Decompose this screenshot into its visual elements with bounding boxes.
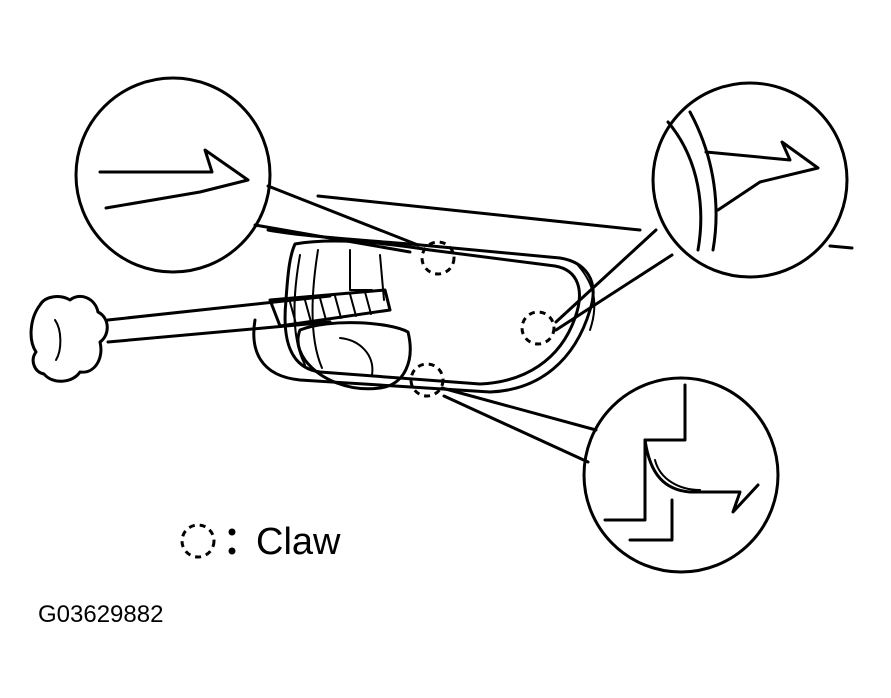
claw-marker-bottom <box>409 362 445 398</box>
legend-claw-symbol <box>180 523 216 559</box>
door-handle <box>296 321 412 391</box>
detail-callout-top-right <box>554 81 849 332</box>
detail-callout-bottom-right <box>440 376 780 574</box>
claw-marker-top <box>420 240 456 276</box>
figure-code: G03629882 <box>38 601 163 628</box>
claw-marker-right <box>520 310 556 346</box>
screwdriver <box>29 288 392 383</box>
claw-markers <box>409 240 556 398</box>
legend-colon-dot-bottom <box>228 547 236 555</box>
legend: Claw <box>180 521 341 563</box>
legend-label: Claw <box>256 521 341 563</box>
legend-colon-dot-top <box>228 528 236 536</box>
detail-callout-top-left <box>74 76 420 274</box>
